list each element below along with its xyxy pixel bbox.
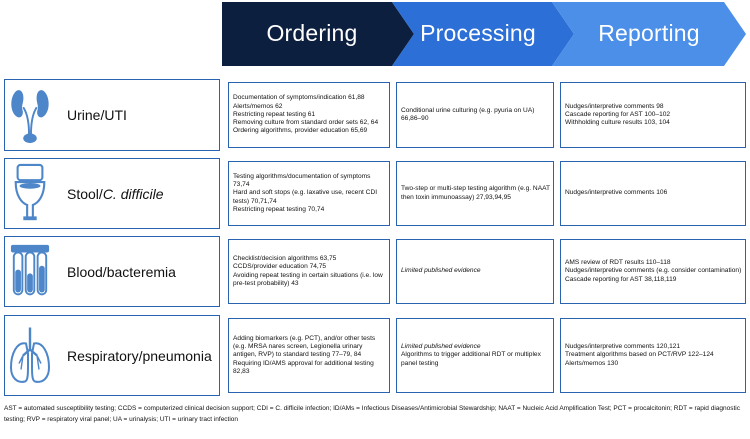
ordering-item: Alerts/memos 62 [233, 102, 283, 110]
ordering-item: Hard and soft stops (e.g. laxative use, … [233, 189, 378, 205]
processing-cell-blood: Limited published evidence [396, 239, 554, 304]
reporting-cell-urine: Nudges/interpretive comments 98 Cascade … [560, 82, 746, 148]
category-label: Urine/UTI [67, 107, 127, 123]
step-ordering-label: Ordering [266, 20, 358, 46]
process-header: Ordering Processing Reporting [0, 0, 750, 70]
reporting-cell-respiratory: Nudges/interpretive comments 120,121 Tre… [560, 318, 746, 393]
processing-item: Two-step or multi-step testing algorithm… [401, 185, 550, 201]
reporting-item: Alerts/memos 130 [565, 359, 619, 367]
step-reporting-label: Reporting [598, 20, 700, 46]
ordering-item: Restricting repeat testing 70,74 [233, 205, 325, 213]
ordering-item: Requiring ID/AMS approval for additional… [233, 359, 374, 375]
processing-item: Algorithms to trigger additional RDT or … [401, 351, 541, 367]
reporting-item: Nudges/interpretive comments 120,121 [565, 343, 681, 351]
ordering-cell-blood: Checklist/decision algorithms 63,75 CCDS… [228, 239, 390, 304]
category-label: Blood/bacteremia [67, 263, 176, 280]
abbreviations-footnote: AST = automated susceptibility testing; … [4, 405, 740, 423]
lungs-icon [9, 327, 51, 383]
category-label: Stool/C. difficile [67, 185, 164, 202]
ordering-item: Testing algorithms/documentation of symp… [233, 172, 371, 189]
ordering-item: CCDS/provider education 74,75 [233, 263, 327, 271]
step-processing-label: Processing [420, 20, 536, 46]
category-box-urine: Urine/UTI [4, 79, 220, 151]
ordering-item: Ordering algorithms, provider education … [233, 127, 368, 135]
row-urine-uti: Urine/UTI Documentation of symptoms/indi… [4, 79, 746, 151]
reporting-item: Nudges/interpretive comments 106 [565, 189, 668, 197]
reporting-cell-stool: Nudges/interpretive comments 106 [560, 161, 746, 226]
reporting-item: Nudges/interpretive comments (e.g. consi… [565, 267, 742, 275]
category-label: Respiratory/pneumonia [67, 347, 212, 364]
category-box-blood: Blood/bacteremia [4, 236, 220, 307]
ordering-item: Adding biomarkers (e.g. PCT), and/or oth… [233, 334, 376, 359]
chevron-arrows [222, 2, 746, 66]
reporting-cell-blood: AMS review of RDT results 110–118 Nudges… [560, 239, 746, 304]
ordering-cell-urine: Documentation of symptoms/indication 61,… [228, 82, 390, 148]
chevron-processing [392, 2, 574, 66]
processing-note: Limited published evidence [401, 343, 481, 351]
processing-cell-urine: Conditional urine culturing (e.g. pyuria… [396, 82, 554, 148]
category-box-stool: Stool/C. difficile [4, 158, 220, 229]
toilet-icon [14, 163, 46, 221]
ordering-cell-respiratory: Adding biomarkers (e.g. PCT), and/or oth… [228, 318, 390, 393]
reporting-item: AMS review of RDT results 110–118 [565, 259, 671, 267]
reporting-item: Cascade reporting for AST 100–102 [565, 110, 671, 118]
reporting-item: Cascade reporting for AST 38,118,119 [565, 275, 677, 283]
ordering-cell-stool: Testing algorithms/documentation of symp… [228, 161, 390, 226]
reporting-item: Nudges/interpretive comments 98 [565, 102, 664, 110]
blood-tubes-icon [10, 244, 50, 296]
processing-note: Limited published evidence [401, 267, 481, 275]
ordering-item: Avoiding repeat testing in certain situa… [233, 271, 383, 287]
row-blood-bacteremia: Blood/bacteremia Checklist/decision algo… [4, 236, 746, 307]
category-box-respiratory: Respiratory/pneumonia [4, 315, 220, 396]
chevron-ordering [222, 2, 414, 66]
row-stool-cdiff: Stool/C. difficile Testing algorithms/do… [4, 158, 746, 229]
ordering-item: Removing culture from standard order set… [233, 119, 379, 127]
processing-cell-stool: Two-step or multi-step testing algorithm… [396, 161, 554, 226]
reporting-item: Withholding culture results 103, 104 [565, 119, 670, 127]
ordering-item: Documentation of symptoms/indication 61,… [233, 94, 365, 102]
kidney-icon [11, 90, 49, 144]
row-respiratory-pneumonia: Respiratory/pneumonia Adding biomarkers … [4, 315, 746, 396]
processing-item: Conditional urine culturing (e.g. pyuria… [401, 106, 535, 122]
processing-cell-respiratory: Limited published evidence Algorithms to… [396, 318, 554, 393]
chevron-reporting [552, 2, 746, 66]
ordering-item: Restricting repeat testing 61 [233, 110, 316, 118]
ordering-item: Checklist/decision algorithms 63,75 [233, 255, 337, 263]
reporting-item: Treatment algorithms based on PCT/RVP 12… [565, 351, 714, 359]
